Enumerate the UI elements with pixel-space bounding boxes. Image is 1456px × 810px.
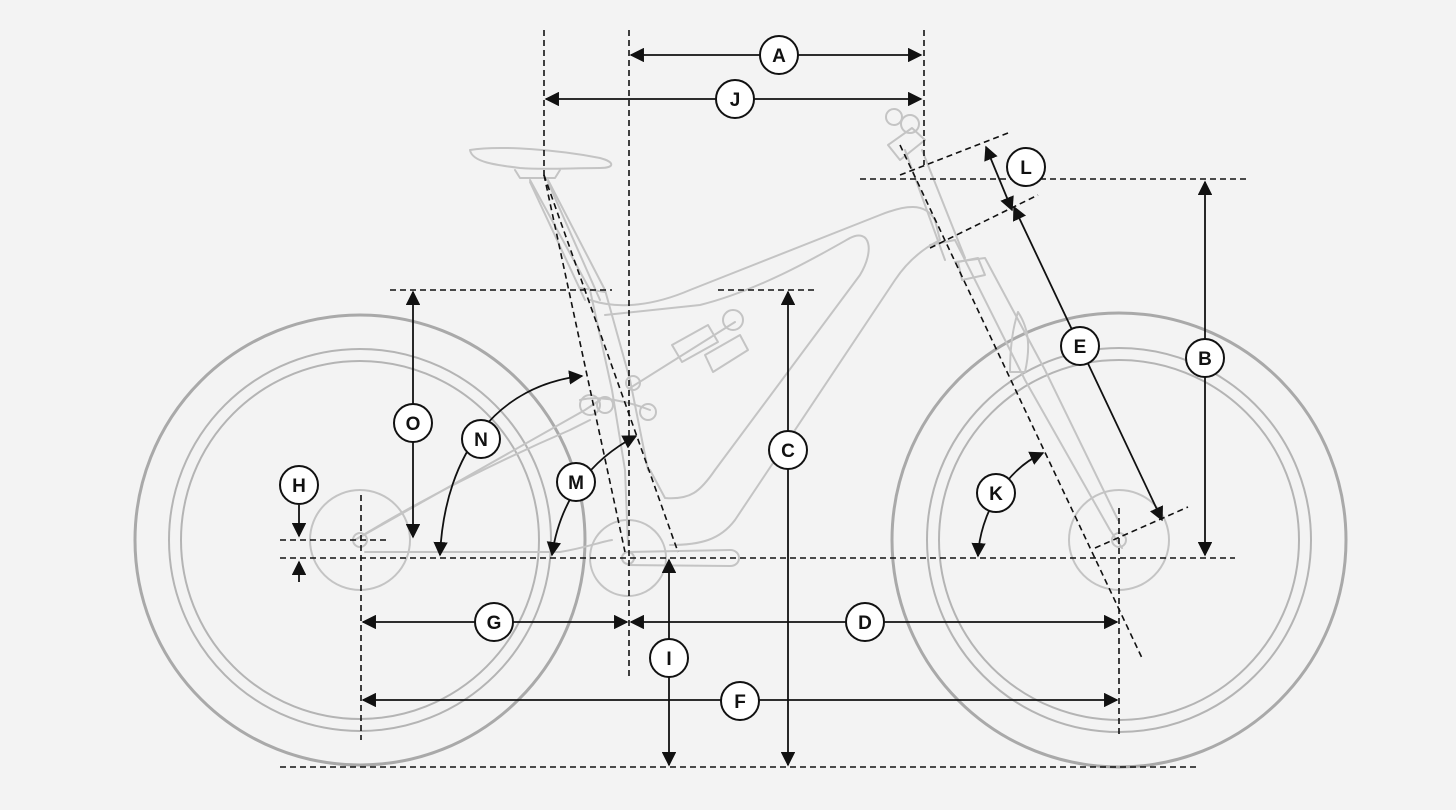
- badge-g: G: [474, 602, 514, 642]
- top-tube: [589, 206, 941, 546]
- badge-h-label: H: [292, 476, 306, 497]
- down-tube: [604, 234, 870, 500]
- badge-f: F: [720, 681, 760, 721]
- bike-illustration: [133, 108, 1348, 769]
- dimension-arrows: [291, 47, 1213, 767]
- crank-arm: [627, 549, 740, 567]
- head-tube: [904, 149, 966, 261]
- badge-c-label: C: [781, 441, 795, 462]
- badge-o: O: [393, 403, 433, 443]
- badge-c: C: [768, 430, 808, 470]
- stem: [887, 127, 926, 161]
- badge-l: L: [1006, 147, 1046, 187]
- badge-e: E: [1060, 326, 1100, 366]
- reference-lines: [280, 30, 1250, 768]
- fork: [929, 239, 1123, 549]
- badge-j: J: [715, 79, 755, 119]
- badge-n: N: [461, 419, 501, 459]
- badge-m: M: [556, 462, 596, 502]
- badge-b-label: B: [1198, 349, 1212, 370]
- badge-i-label: I: [666, 649, 671, 670]
- badge-n-label: N: [474, 430, 488, 451]
- badge-o-label: O: [406, 414, 421, 435]
- rear-shock: [625, 309, 749, 391]
- badge-e-label: E: [1074, 337, 1087, 358]
- badge-m-label: M: [568, 473, 584, 494]
- badge-k: K: [976, 473, 1016, 513]
- handlebar: [885, 108, 903, 126]
- badge-h: H: [279, 465, 319, 505]
- badge-f-label: F: [734, 692, 746, 713]
- badge-j-label: J: [730, 90, 741, 111]
- badge-a: A: [759, 35, 799, 75]
- saddle: [469, 147, 613, 179]
- dim-l-line: [984, 145, 1014, 212]
- badge-b: B: [1185, 338, 1225, 378]
- dim-n-arc: [433, 370, 584, 557]
- badge-d-label: D: [858, 613, 872, 634]
- badge-g-label: G: [487, 613, 502, 634]
- badge-l-label: L: [1020, 158, 1032, 179]
- badge-k-label: K: [989, 484, 1003, 505]
- badge-i: I: [649, 638, 689, 678]
- badge-d: D: [845, 602, 885, 642]
- badge-a-label: A: [772, 46, 786, 67]
